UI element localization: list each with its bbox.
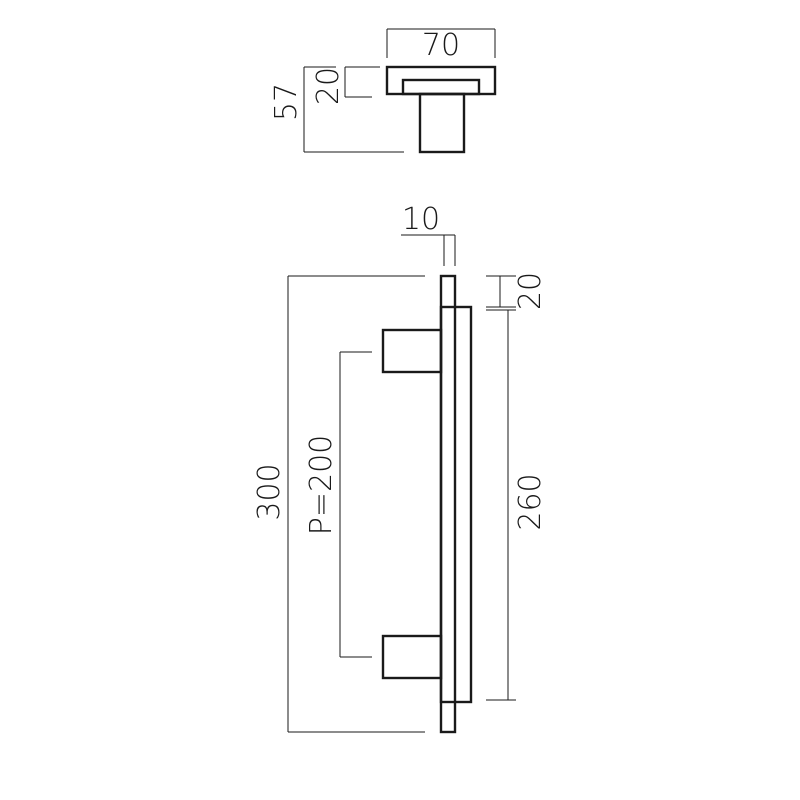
label-top-base: 20 bbox=[311, 67, 346, 105]
side-view-grip-bar bbox=[439, 305, 473, 704]
label-bar-offset: 20 bbox=[513, 272, 548, 310]
top-view-inner-plate bbox=[401, 78, 481, 96]
side-view-post-lower bbox=[381, 634, 443, 680]
dim-bar-thickness bbox=[401, 234, 456, 266]
dim-bar-length bbox=[486, 309, 516, 701]
top-view bbox=[303, 28, 497, 154]
top-view-post bbox=[418, 92, 466, 154]
dim-top-base bbox=[344, 66, 380, 98]
label-bar-thickness: 10 bbox=[402, 202, 440, 237]
dim-pitch bbox=[339, 351, 372, 658]
dim-bar-offset bbox=[486, 275, 516, 308]
dim-total-length bbox=[287, 275, 425, 733]
label-top-width: 70 bbox=[422, 28, 460, 63]
label-total-length: 300 bbox=[252, 463, 287, 520]
side-view bbox=[287, 234, 516, 734]
label-top-height: 57 bbox=[269, 83, 304, 121]
label-bar-length: 260 bbox=[513, 473, 548, 530]
dim-top-width bbox=[386, 28, 496, 58]
side-view-rod bbox=[439, 274, 457, 734]
side-view-post-upper bbox=[381, 328, 443, 374]
label-pitch: P=200 bbox=[304, 435, 339, 536]
dim-top-height bbox=[303, 66, 404, 153]
